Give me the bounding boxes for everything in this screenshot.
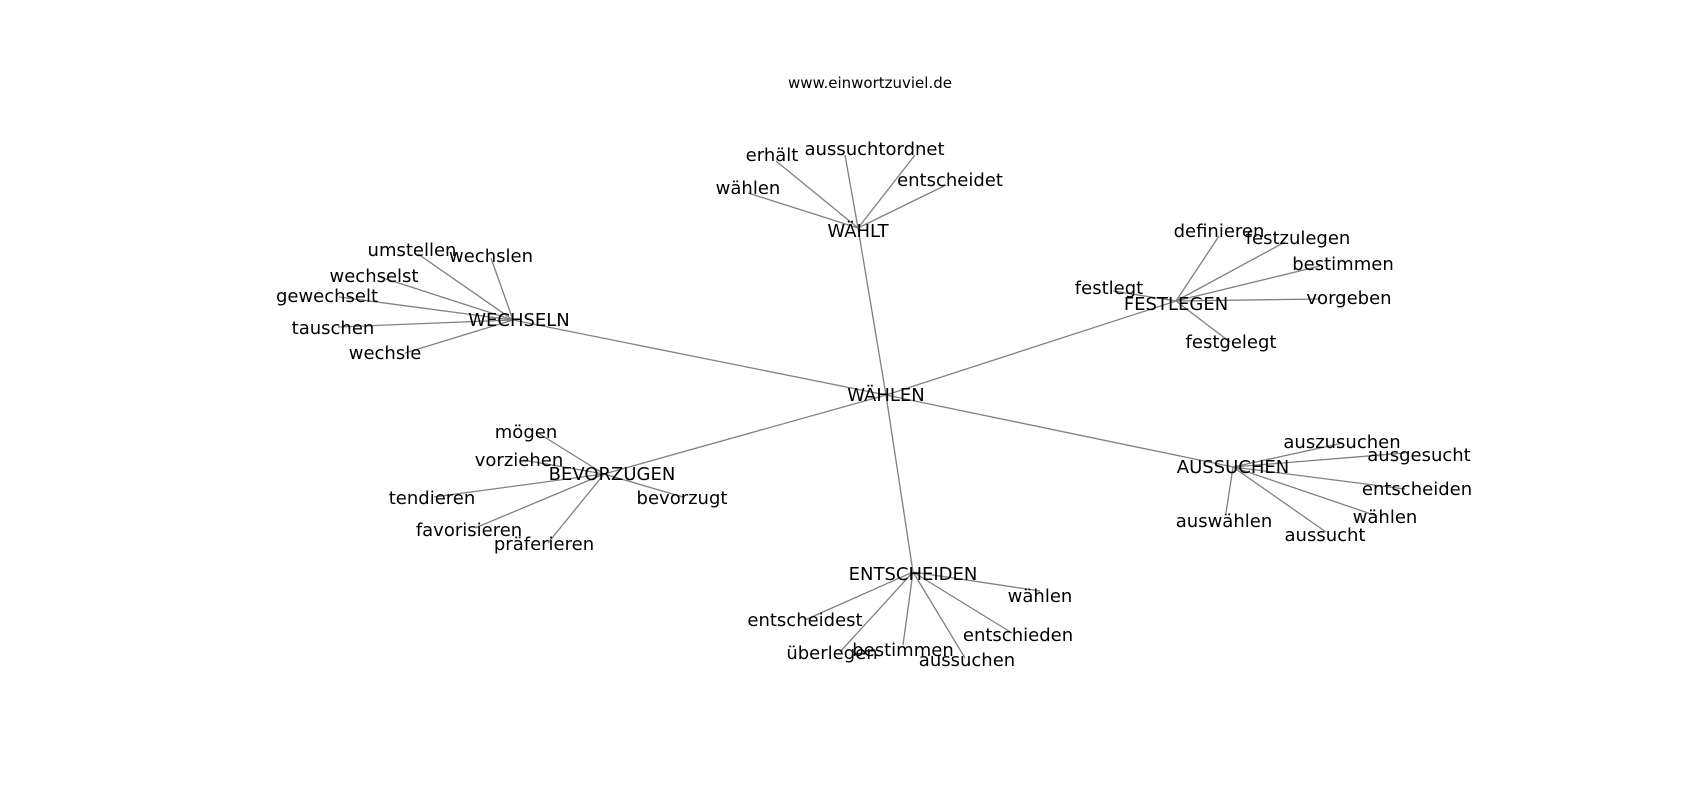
node-leaf-wechseln-umstellen: umstellen (368, 240, 457, 261)
edge-aussuchen-waehlen (1232, 466, 1378, 517)
node-leaf-entscheiden-entscheidest: entscheidest (747, 610, 862, 631)
node-leaf-waehlt-ordnet: ordnet (885, 139, 944, 160)
node-leaf-aussuchen-auszusuchen: auszusuchen (1283, 432, 1400, 453)
node-hub-waehlt: WÄHLT (827, 221, 889, 242)
node-leaf-bevorzugen-moegen: mögen (495, 422, 557, 443)
node-hub-entscheiden: ENTSCHEIDEN (849, 564, 978, 585)
node-leaf-wechseln-wechselst: wechselst (330, 266, 419, 287)
edge-center-bevorzugen (603, 394, 887, 475)
edge-bevorzugen-praeferieren (547, 473, 605, 544)
edge-wechseln-wechselst (379, 276, 514, 321)
node-leaf-entscheiden-aussuchen: aussuchen (919, 650, 1015, 671)
node-leaf-wechseln-gewechselt: gewechselt (276, 286, 378, 307)
edge-waehlt-erhaelt (775, 160, 859, 229)
edge-aussuchen-entscheiden (1232, 466, 1406, 490)
edge-center-festlegen (885, 300, 1177, 396)
node-leaf-festlegen-festgelegt: festgelegt (1186, 332, 1277, 353)
node-leaf-bevorzugen-vorziehen: vorziehen (475, 450, 563, 471)
edge-wechseln-wechslen (490, 257, 514, 321)
node-leaf-entscheiden-bestimmen: bestimmen (852, 640, 954, 661)
edge-bevorzugen-tendieren (433, 473, 605, 498)
edge-entscheiden-ueberlegen (839, 571, 914, 653)
node-leaf-bevorzugen-favorisieren: favorisieren (416, 520, 522, 541)
edge-festlegen-festlegt (1112, 290, 1177, 302)
node-leaf-festlegen-vorgeben: vorgeben (1306, 288, 1391, 309)
edge-aussuchen-ausgesucht (1232, 452, 1406, 468)
node-leaf-aussuchen-aussucht: aussucht (1285, 525, 1366, 546)
edge-waehlt-waehlen (747, 192, 859, 229)
edge-bevorzugen-bevorzugt (603, 473, 684, 498)
node-leaf-aussuchen-auswaehlen: auswählen (1176, 511, 1272, 532)
node-hub-bevorzugen: BEVORZUGEN (549, 464, 676, 485)
node-leaf-waehlt-aussucht: aussucht (805, 139, 886, 160)
edge-waehlt-aussucht (844, 154, 859, 229)
node-hub-aussuchen: AUSSUCHEN (1177, 457, 1289, 478)
node-leaf-festlegen-bestimmen: bestimmen (1292, 254, 1394, 275)
edge-entscheiden-entscheidest (804, 571, 914, 621)
edge-festlegen-bestimmen (1175, 265, 1321, 302)
node-hub-wechseln: WECHSELN (468, 310, 570, 331)
node-leaf-waehlt-entscheidet: entscheidet (897, 170, 1003, 191)
site-label: www.einwortzuviel.de (788, 74, 952, 92)
node-leaf-bevorzugen-tendieren: tendieren (389, 488, 476, 509)
node-leaf-festlegen-definieren: definieren (1174, 221, 1265, 242)
node-leaf-festlegen-festlegt: festlegt (1075, 278, 1143, 299)
edge-bevorzugen-moegen (537, 432, 605, 475)
graph-edges (337, 154, 1406, 659)
edge-entscheiden-aussuchen (912, 571, 966, 659)
edge-bevorzugen-vorziehen (522, 459, 605, 475)
node-leaf-entscheiden-ueberlegen: überlegen (786, 643, 877, 664)
node-leaf-wechseln-tauschen: tauschen (292, 318, 375, 339)
edge-wechseln-wechsle (404, 319, 514, 354)
edge-bevorzugen-favorisieren (474, 473, 605, 529)
node-leaf-bevorzugen-bevorzugt: bevorzugt (637, 488, 728, 509)
node-leaf-aussuchen-waehlen: wählen (1353, 507, 1418, 528)
edge-center-wechseln (512, 319, 887, 396)
edge-center-aussuchen (885, 394, 1234, 468)
node-leaf-entscheiden-entschieden: entschieden (963, 625, 1073, 646)
edge-entscheiden-bestimmen (902, 571, 914, 646)
edge-center-waehlt (857, 227, 887, 396)
node-leaf-festlegen-festzulegen: festzulegen (1246, 228, 1351, 249)
node-leaf-aussuchen-ausgesucht: ausgesucht (1367, 445, 1470, 466)
edge-wechseln-gewechselt (338, 296, 514, 321)
edge-festlegen-vorgeben (1175, 298, 1321, 302)
edge-center-entscheiden (885, 394, 914, 573)
edge-aussuchen-auszusuchen (1232, 442, 1344, 468)
node-leaf-aussuchen-entscheiden: entscheiden (1362, 479, 1472, 500)
edge-aussuchen-aussucht (1232, 466, 1327, 533)
node-center: WÄHLEN (847, 385, 925, 406)
edge-festlegen-definieren (1175, 235, 1220, 302)
edge-wechseln-umstellen (417, 253, 514, 321)
edge-festlegen-festgelegt (1175, 300, 1231, 343)
node-leaf-waehlt-waehlen: wählen (716, 178, 781, 199)
node-leaf-waehlt-erhaelt: erhält (746, 145, 799, 166)
edge-waehlt-ordnet (857, 154, 916, 229)
node-leaf-wechseln-wechsle: wechsle (349, 343, 422, 364)
node-hub-festlegen: FESTLEGEN (1124, 294, 1228, 315)
edge-entscheiden-waehlen (912, 571, 1041, 592)
node-leaf-bevorzugen-praeferieren: präferieren (494, 534, 594, 555)
edge-wechseln-tauschen (337, 319, 514, 328)
edge-entscheiden-entschieden (912, 571, 1013, 634)
edge-aussuchen-auswaehlen (1225, 466, 1234, 514)
edge-festlegen-festzulegen (1175, 241, 1286, 302)
node-leaf-entscheiden-waehlen: wählen (1008, 586, 1073, 607)
edge-waehlt-entscheidet (857, 184, 947, 229)
node-leaf-wechseln-wechslen: wechslen (449, 246, 533, 267)
